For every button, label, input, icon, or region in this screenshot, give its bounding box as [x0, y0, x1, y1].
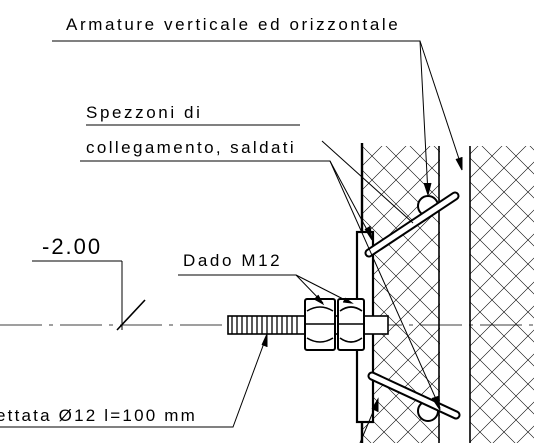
leader-level	[32, 260, 146, 331]
leader-plate	[359, 397, 379, 443]
nut-2	[337, 298, 365, 351]
label-armature: Armature verticale ed orizzontale	[66, 15, 401, 34]
label-barra: ettata Ø12 l=100 mm	[0, 406, 198, 425]
label-level: -2.00	[42, 234, 103, 259]
leader-armature	[52, 40, 463, 197]
nut-1	[304, 298, 336, 351]
connection-bar-bottom	[367, 371, 461, 420]
label-spezzoni-line2: collegamento, saldati	[86, 138, 297, 157]
leader-dado	[178, 274, 354, 306]
leader-barra	[0, 333, 268, 428]
label-dado: Dado M12	[183, 251, 283, 270]
connection-bar-top	[364, 191, 460, 258]
wall-hatch-right	[470, 146, 534, 443]
leader-spezzoni	[80, 124, 441, 411]
label-spezzoni-line1: Spezzoni di	[86, 103, 203, 122]
